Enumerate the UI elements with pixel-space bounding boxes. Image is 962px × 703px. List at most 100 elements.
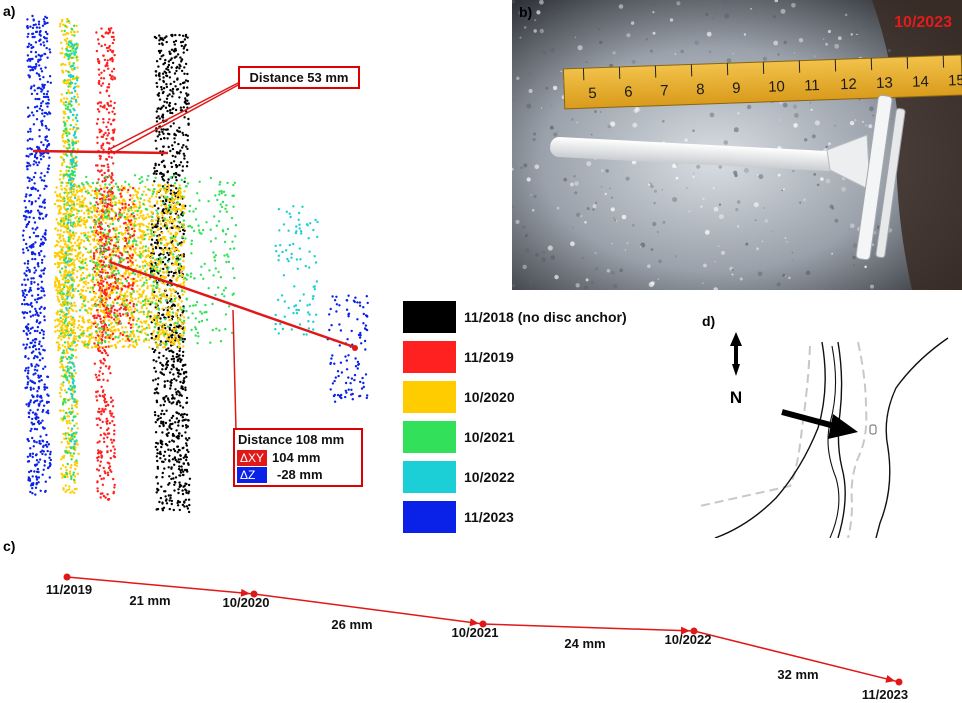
cloud-point [99,492,103,495]
cloud-point [99,184,102,187]
cloud-point [168,50,171,53]
cloud-point [70,245,74,248]
cloud-point [106,445,109,448]
cloud-point [141,230,144,233]
cloud-point [44,386,47,389]
cloud-point [24,347,27,350]
cloud-point [74,415,77,418]
cloud-point [41,119,44,123]
cloud-point [148,261,151,264]
cloud-point [41,258,44,262]
cloud-point [169,289,173,292]
cloud-point [164,421,168,425]
cloud-point [147,249,150,252]
cloud-point [174,339,177,342]
cloud-point [155,360,158,363]
cloud-point [89,185,93,189]
cloud-point [77,339,80,343]
cloud-point [32,422,36,426]
cloud-point [119,297,122,300]
cloud-point [76,191,79,194]
cloud-point [79,241,83,244]
cloud-point [169,253,172,256]
cloud-point [183,226,186,230]
cloud-point [72,452,76,455]
cloud-point [48,112,52,115]
cloud-point [164,442,168,446]
cloud-point [34,416,37,420]
cloud-point [150,311,153,314]
cloud-point [69,315,73,318]
cloud-point [106,134,109,137]
cloud-point [155,238,159,242]
cloud-point [174,85,177,88]
cloud-point [124,226,128,230]
cloud-point [77,195,80,198]
cloud-point [42,18,46,21]
cloud-point [132,248,136,251]
cloud-point [26,54,30,57]
cloud-point [101,135,105,138]
cloud-point [104,64,107,68]
cloud-point [112,445,115,448]
cloud-point [155,307,158,311]
cloud-point [34,337,37,341]
cloud-point [107,340,111,344]
cloud-point [171,439,174,442]
cloud-point [184,97,187,100]
cloud-point [64,315,68,318]
cloud-point [155,491,158,494]
cloud-point [40,141,43,144]
cloud-point [160,412,163,416]
cloud-point [70,407,74,410]
cloud-point [71,375,74,378]
cloud-point [171,200,175,204]
cloud-point [160,212,164,215]
cloud-point [99,105,102,108]
cloud-point [157,190,161,193]
cloud-point [107,86,111,89]
cloud-point [98,295,101,298]
cloud-point [39,450,42,454]
cloud-point [56,324,59,328]
cloud-point [86,235,90,238]
cloud-point [127,272,130,275]
cloud-point [60,93,63,96]
cloud-point [169,384,172,387]
cloud-point [26,35,29,38]
cloud-point [181,322,184,326]
cloud-point [44,30,48,34]
cloud-point [56,280,59,283]
cloud-point [147,324,150,327]
cloud-point [136,273,140,276]
cloud-point [109,438,113,441]
cloud-point [80,218,83,221]
cloud-point [182,456,185,459]
cloud-point [70,411,74,414]
cloud-point [78,315,82,318]
cloud-point [165,242,168,245]
cloud-point [175,403,178,406]
cloud-point [179,56,182,59]
cloud-point [61,335,65,338]
cloud-point [71,268,74,271]
cloud-point [72,379,75,383]
cloud-point [57,319,60,322]
cloud-point [164,495,167,498]
cloud-point [30,92,34,96]
cloud-point [35,459,39,462]
cloud-point [62,103,66,106]
cloud-point [168,371,172,374]
cloud-point [181,81,185,85]
cloud-point [59,271,62,274]
cloud-point [128,305,132,309]
cloud-point [138,247,142,250]
cloud-point [36,287,40,291]
cloud-point [31,492,34,495]
cloud-point [43,267,46,270]
cloud-point [129,259,132,262]
cloud-point [63,389,67,392]
cloud-point [73,398,76,401]
cloud-point [44,443,48,447]
cloud-point [131,331,134,335]
